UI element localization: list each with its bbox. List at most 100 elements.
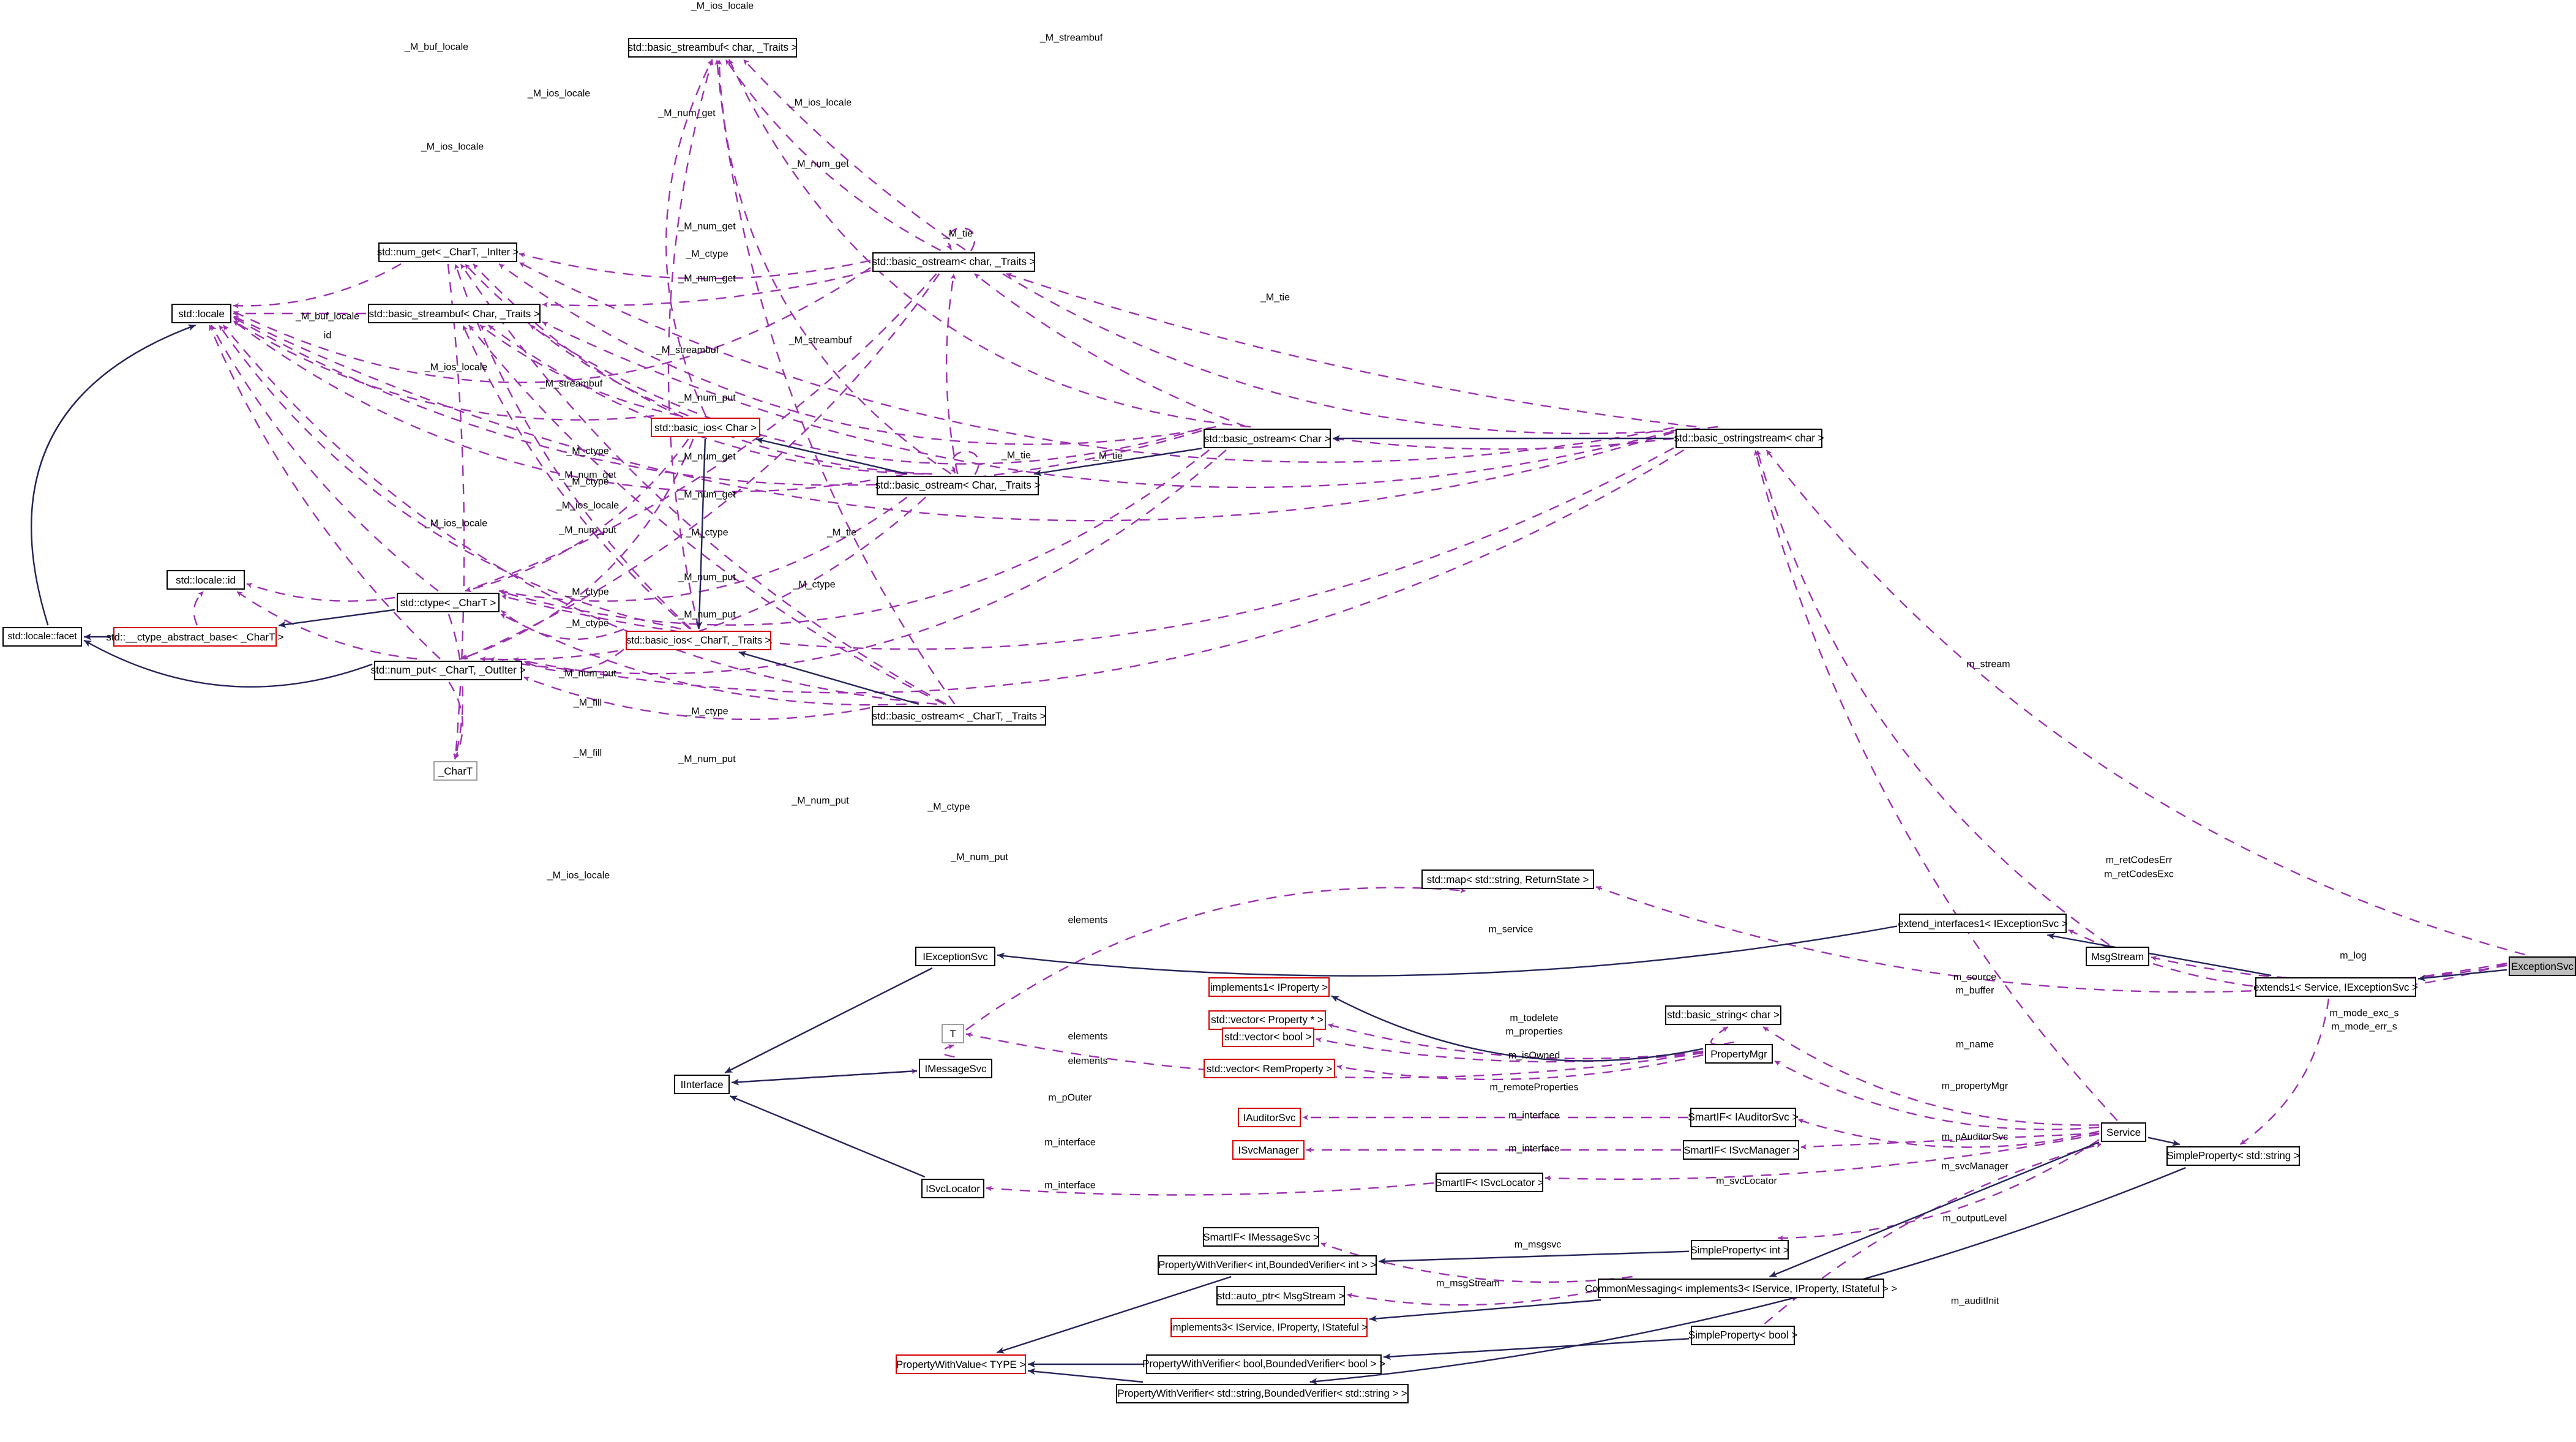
class-node-label: std::vector< Property * > [1211, 1013, 1324, 1026]
class-node[interactable]: SimpleProperty< bool > [1688, 1326, 1797, 1345]
class-node[interactable]: std::locale::facet [2, 627, 82, 647]
class-node[interactable]: extend_interfaces1< IExceptionSvc > [1898, 914, 2068, 933]
edge-label: _M_num_put [678, 392, 736, 404]
class-node[interactable]: std::vector< Property * > [1208, 1010, 1326, 1030]
class-node[interactable]: implements3< IService, IProperty, IState… [1170, 1318, 1368, 1337]
class-node[interactable]: T [942, 1024, 964, 1043]
usage-edge [233, 267, 871, 383]
class-node[interactable]: IInterface [674, 1075, 730, 1094]
class-node[interactable]: PropertyWithVerifier< std::string,Bounde… [1116, 1384, 1409, 1403]
class-node-label: T [949, 1027, 956, 1040]
class-node[interactable]: IAuditorSvc [1238, 1108, 1301, 1127]
usage-edge [1754, 449, 2118, 1121]
class-node[interactable]: PropertyWithValue< TYPE > [896, 1354, 1026, 1374]
edge-label: _M_ios_locale [788, 97, 852, 108]
inheritance-edge [2147, 1136, 2181, 1146]
edge-label: m_interface [1044, 1137, 1096, 1148]
class-node[interactable]: SmartIF< IAuditorSvc > [1688, 1108, 1799, 1127]
class-node[interactable]: std::basic_ostream< _CharT, _Traits > [872, 706, 1046, 726]
edge-label: m_auditInit [1950, 1296, 1999, 1307]
class-node[interactable]: PropertyWithVerifier< bool,BoundedVerifi… [1142, 1354, 1385, 1374]
class-node[interactable]: std::locale [171, 304, 231, 323]
class-node[interactable]: Service [2101, 1122, 2146, 1142]
class-node[interactable]: std::__ctype_abstract_base< _CharT > [107, 627, 284, 647]
class-node[interactable]: std::basic_string< char > [1665, 1005, 1781, 1025]
class-node[interactable]: SmartIF< ISvcLocator > [1435, 1173, 1544, 1192]
class-node[interactable]: SimpleProperty< int > [1690, 1240, 1789, 1260]
class-node-label: CommonMessaging< implements3< IService, … [1584, 1282, 1898, 1294]
edge-label: _M_tie [826, 527, 857, 538]
usage-edge [500, 613, 907, 706]
class-node[interactable]: ISvcManager [1232, 1140, 1305, 1160]
edge-label: elements [1068, 1031, 1108, 1042]
class-node[interactable]: std::vector< RemProperty > [1204, 1059, 1335, 1078]
edge-label: m_outputLevel [1942, 1213, 2007, 1224]
edge-label: _M_tie [1001, 450, 1032, 461]
class-node[interactable]: std::vector< bool > [1222, 1027, 1314, 1047]
edge-label: _M_ctype [566, 446, 609, 457]
class-node-label: std::locale::id [176, 574, 236, 586]
edge-label: m_remoteProperties [1489, 1082, 1579, 1093]
class-node[interactable]: implements1< IProperty > [1208, 977, 1330, 997]
class-node[interactable]: ISvcLocator [921, 1179, 984, 1198]
usage-edge [530, 325, 1202, 465]
edge-label: elements [1068, 1056, 1108, 1067]
class-node[interactable]: IMessageSvc [919, 1059, 992, 1078]
class-node[interactable]: CommonMessaging< implements3< IService, … [1585, 1279, 1897, 1298]
usage-edge [1595, 885, 2507, 993]
class-node[interactable]: SmartIF< ISvcManager > [1683, 1140, 1799, 1160]
class-node-label: ExceptionSvc [2511, 960, 2574, 972]
class-node-label: std::basic_streambuf< char, _Traits > [627, 42, 798, 54]
usage-edge [513, 449, 1685, 694]
edge-label: m_pAuditorSvc [1941, 1132, 2009, 1143]
class-node[interactable]: ExceptionSvc [2509, 956, 2576, 976]
edge-label: _M_num_get [559, 470, 616, 481]
class-node[interactable]: std::basic_ostringstream< char > [1674, 429, 1824, 448]
class-node[interactable]: SmartIF< IMessageSvc > [1203, 1227, 1319, 1247]
class-node[interactable]: IExceptionSvc [915, 947, 995, 966]
inheritance-edge [731, 1070, 918, 1086]
inheritance-edge [997, 925, 1898, 977]
class-node-label: std::auto_ptr< MsgStream > [1216, 1290, 1345, 1302]
class-node[interactable]: SimpleProperty< std::string > [2166, 1146, 2300, 1166]
class-node[interactable]: std::basic_ostream< char, _Traits > [872, 252, 1036, 272]
class-node-label: std::basic_streambuf< Char, _Traits > [369, 307, 540, 320]
class-node-label: PropertyWithVerifier< std::string,Bounde… [1117, 1387, 1407, 1399]
edge-label: _M_streambuf [656, 345, 719, 356]
class-node[interactable]: std::basic_streambuf< Char, _Traits > [368, 304, 541, 323]
class-node[interactable]: std::basic_ostream< Char > [1204, 429, 1331, 448]
edge-label: _M_streambuf [539, 378, 603, 389]
class-node[interactable]: std::auto_ptr< MsgStream > [1216, 1286, 1345, 1305]
class-node[interactable]: _CharT [433, 761, 477, 781]
class-node-label: std::num_get< _CharT, _InIter > [376, 246, 519, 258]
class-node[interactable]: std::num_get< _CharT, _InIter > [376, 242, 519, 262]
usage-edge [1710, 1026, 1735, 1045]
class-node[interactable]: std::basic_streambuf< char, _Traits > [627, 38, 798, 58]
inheritance-edge [1378, 1250, 1690, 1265]
edge-label: m_msgsvc [1514, 1239, 1562, 1250]
class-node[interactable]: std::basic_ios< _CharT, _Traits > [626, 631, 771, 650]
edge-label: _M_fill [573, 697, 602, 708]
class-node[interactable]: extends1< Service, IExceptionSvc > [2253, 977, 2418, 997]
class-node[interactable]: MsgStream [2086, 947, 2149, 966]
class-node[interactable]: std::basic_ios< Char > [651, 418, 760, 437]
edge-label: m_svcManager [1941, 1161, 2009, 1172]
class-node[interactable]: PropertyWithVerifier< int,BoundedVerifie… [1158, 1255, 1377, 1275]
edge-label: _M_num_get [678, 451, 736, 462]
edge-label: _M_ios_locale [421, 141, 484, 152]
class-node[interactable]: std::map< std::string, ReturnState > [1421, 869, 1594, 889]
edge-label: _M_ios_locale [527, 88, 591, 99]
edge-label: m_stream [1966, 659, 2010, 670]
class-node[interactable]: std::ctype< _CharT > [397, 593, 500, 612]
edge-label: _M_streambuf [788, 335, 852, 346]
edge-label: m_retCodesExc [2104, 869, 2174, 880]
class-node[interactable]: std::basic_ostream< Char, _Traits > [875, 476, 1040, 495]
class-node[interactable]: std::num_put< _CharT, _OutIter > [371, 661, 526, 680]
class-node-label: _CharT [438, 765, 473, 777]
edge-label: _M_num_put [559, 525, 616, 536]
class-node[interactable]: std::locale::id [167, 570, 245, 590]
class-node[interactable]: PropertyMgr [1705, 1044, 1773, 1064]
edge-label: _M_ctype [793, 579, 836, 590]
inheritance-edge [996, 1275, 1232, 1354]
edge-label: _M_buf_locale [295, 311, 360, 322]
